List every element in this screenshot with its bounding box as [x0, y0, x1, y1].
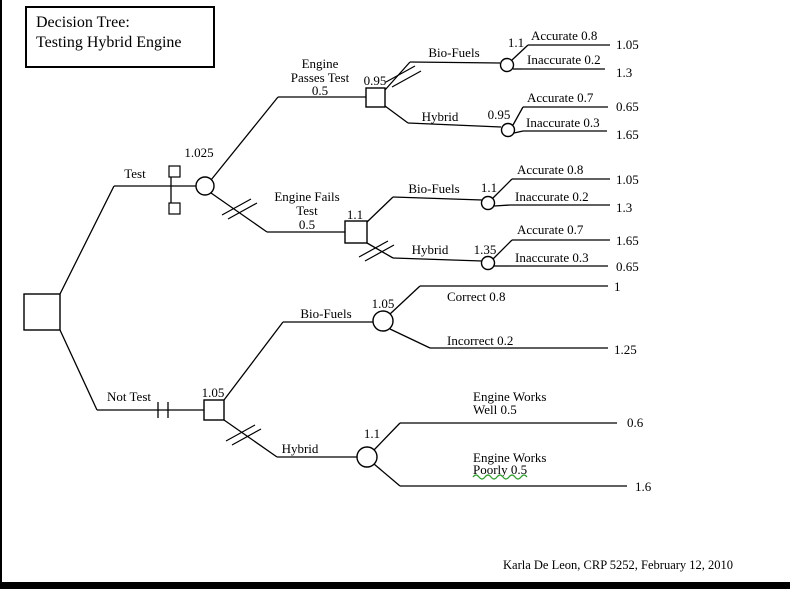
payoff-value: 1.05	[616, 37, 639, 52]
branch-probability: 0.5	[312, 83, 328, 98]
outcome-label: Engine Works	[473, 389, 546, 404]
payoff-value: 1.65	[616, 233, 639, 248]
branch-label: Passes Test	[291, 70, 350, 85]
branch-label: Test	[124, 166, 146, 181]
payoff-value: 0.65	[616, 99, 639, 114]
branch-label: Hybrid	[282, 441, 319, 456]
outcome-label: Poorly 0.5	[473, 462, 527, 477]
expected-value: 1.05	[202, 385, 225, 400]
branch-engine-passes-edges	[210, 44, 610, 181]
expected-value: 1.1	[347, 207, 363, 222]
outcome-label: Correct 0.8	[447, 289, 505, 304]
payoff-value: 1.65	[616, 127, 639, 142]
branch-label: Bio-Fuels	[408, 181, 459, 196]
payoff-value: 1.6	[635, 479, 652, 494]
outcome-label: Inaccurate 0.3	[526, 115, 600, 130]
strike-mark	[385, 65, 422, 88]
expected-value: 1.05	[372, 296, 395, 311]
branch-probability: 0.5	[299, 217, 315, 232]
outcome-label: Accurate 0.8	[531, 28, 597, 43]
branch-engine-fails-edges	[210, 178, 610, 267]
payoff-value: 1.05	[616, 172, 639, 187]
expected-value: 0.95	[364, 73, 387, 88]
not-test-decision-node	[203, 399, 225, 421]
test-chance-node	[195, 176, 215, 196]
nottest-hybrid-chance-node	[356, 446, 378, 468]
fails-biofuels-chance-node	[480, 195, 496, 211]
passes-biofuels-chance-node	[499, 57, 515, 73]
payoff-value: 0.65	[616, 259, 639, 274]
title-line-2: Testing Hybrid Engine	[36, 34, 182, 51]
outcome-label: Well 0.5	[473, 402, 517, 417]
title-line-1: Decision Tree:	[36, 14, 130, 31]
branch-label: Engine	[302, 56, 339, 71]
window-bottom-border	[0, 582, 790, 589]
window-left-border	[0, 0, 2, 589]
branch-not-test-edges	[59, 285, 627, 487]
expected-value: 1.1	[508, 35, 524, 50]
engine-fails-decision-node	[344, 220, 368, 244]
branch-label: Bio-Fuels	[428, 45, 479, 60]
fails-hybrid-chance-node	[480, 255, 496, 271]
expected-value: 1.35	[474, 242, 497, 257]
payoff-value: 0.6	[627, 415, 644, 430]
branch-test-edges	[59, 185, 196, 295]
outcome-label: Accurate 0.7	[517, 222, 584, 237]
expected-value: 1.025	[184, 145, 213, 160]
payoff-value: 1.3	[616, 65, 632, 80]
outcome-label: Inaccurate 0.2	[515, 189, 589, 204]
branch-label: Hybrid	[412, 242, 449, 257]
credit-line: Karla De Leon, CRP 5252, February 12, 20…	[503, 558, 734, 572]
payoff-value: 1.25	[614, 342, 637, 357]
branch-label: Bio-Fuels	[300, 306, 351, 321]
nottest-biofuels-chance-node	[372, 310, 394, 332]
outcome-label: Engine Works	[473, 450, 546, 465]
test-fee-gate-symbol	[168, 165, 181, 215]
outcome-label: Accurate 0.8	[517, 162, 583, 177]
outcome-label: Inaccurate 0.3	[515, 250, 589, 265]
strike-mark	[358, 240, 395, 262]
expected-value: 0.95	[488, 107, 511, 122]
payoff-value: 1	[614, 279, 621, 294]
branch-label: Test	[296, 203, 318, 218]
outcome-label: Incorrect 0.2	[447, 333, 513, 348]
branch-label: Engine Fails	[274, 189, 339, 204]
strike-mark	[225, 424, 262, 446]
outcome-label: Accurate 0.7	[527, 90, 594, 105]
engine-passes-decision-node	[365, 87, 386, 108]
branch-label: Not Test	[107, 389, 151, 404]
grammar-squiggle-underline	[472, 474, 528, 480]
expected-value: 1.1	[481, 180, 497, 195]
expected-value: 1.1	[364, 426, 380, 441]
branch-label: Hybrid	[422, 109, 459, 124]
root-decision-node	[23, 293, 61, 331]
payoff-value: 1.3	[616, 200, 632, 215]
outcome-label: Inaccurate 0.2	[527, 52, 601, 67]
title-box: Decision Tree: Testing Hybrid Engine	[25, 6, 215, 68]
passes-hybrid-chance-node	[500, 122, 516, 138]
strike-mark	[221, 198, 258, 220]
